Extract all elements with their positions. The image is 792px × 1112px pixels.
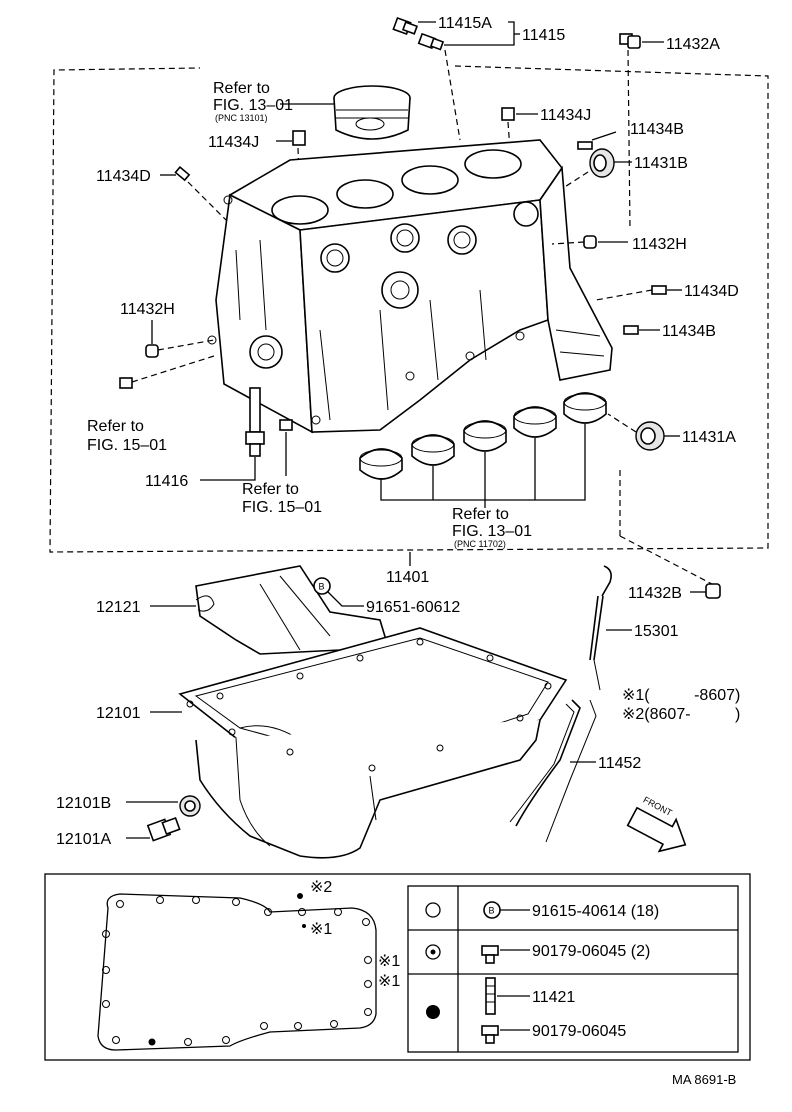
label-11452: 11452 (598, 755, 641, 772)
dowel-pin-icon (501, 107, 515, 121)
stud-bolt-icon (485, 977, 496, 1015)
label-11432a: 11432A (666, 36, 720, 53)
svg-text:B: B (489, 906, 495, 916)
dowel-pin-icon (119, 377, 133, 389)
bearing-shell-icon (563, 392, 607, 424)
drain-plug-icon (145, 344, 159, 358)
label-12121: 12121 (96, 599, 141, 616)
label-11434b-mid: 11434B (662, 323, 716, 340)
label-11434j-left: 11434J (208, 134, 259, 151)
cylinder-block (207, 139, 613, 434)
front-arrow-icon: FRONT (626, 795, 687, 853)
ref-fig15-left-line1: Refer to (87, 418, 144, 435)
circle-b-marker: B (313, 577, 331, 595)
dipstick-icon (589, 565, 612, 691)
label-11415: 11415 (522, 27, 565, 44)
drain-plug-icon (583, 235, 597, 249)
ref-fig13-top-line3: (PNC 13101) (215, 113, 268, 123)
assembly-boundary (49, 65, 769, 553)
dowel-pin-icon (623, 325, 639, 335)
label-11432h-right: 11432H (632, 236, 687, 253)
gasket-outline-icon (97, 893, 377, 1051)
bearing-shell-icon (463, 420, 507, 452)
ref-fig15-mid-line2: FIG. 15–01 (242, 499, 322, 516)
label-11432h-left: 11432H (120, 301, 175, 318)
ref-fig13-bot-line1: Refer to (452, 506, 509, 523)
legend-mark-1-right-a: ※1 (378, 953, 400, 970)
ref-fig13-bot-line2: FIG. 13–01 (452, 523, 532, 540)
note-range-2: ※2(8607- ) (622, 706, 740, 723)
oil-seal-icon (635, 421, 665, 451)
dowel-pin-icon (577, 141, 593, 150)
label-91651: 91651-60612 (366, 599, 460, 616)
open-circle-symbol (425, 902, 441, 918)
label-11434d-right: 11434D (684, 283, 739, 300)
oil-seal-icon (589, 148, 615, 178)
label-12101a: 12101A (56, 831, 111, 848)
ref-fig13-top-line1: Refer to (213, 80, 270, 97)
dowel-pin-icon (279, 419, 293, 431)
legend-row1-part: 91615-40614 (18) (532, 903, 659, 920)
label-11432b: 11432B (628, 585, 682, 602)
dowel-pin-icon (292, 130, 306, 146)
ref-fig13-top-line2: FIG. 13–01 (213, 97, 293, 114)
filled-circle-symbol (426, 1005, 440, 1019)
label-11401: 11401 (386, 569, 429, 586)
legend-row3-nut: 90179-06045 (532, 1023, 626, 1040)
figure-code: MA 8691-B (672, 1072, 736, 1087)
legend-row3-stud: 11421 (532, 989, 575, 1006)
label-15301: 15301 (634, 623, 679, 640)
legend-box (44, 873, 751, 1061)
label-11434j-right: 11434J (540, 107, 591, 124)
bearing-shell-icon (513, 406, 557, 438)
label-11434d-left: 11434D (96, 168, 151, 185)
bearing-shell-icon (411, 434, 455, 466)
ref-fig15-mid-line1: Refer to (242, 481, 299, 498)
legend-table (407, 885, 739, 1053)
drain-plug-icon (619, 33, 641, 49)
ref-fig15-left-line2: FIG. 15–01 (87, 437, 167, 454)
drain-plug-icon (705, 583, 721, 599)
dowel-pin-icon (174, 165, 191, 182)
bolt-icon (417, 32, 445, 51)
piston-icon (333, 85, 411, 140)
label-11431b: 11431B (634, 155, 688, 172)
dot-circle-symbol (425, 944, 441, 960)
ref-fig13-bot-line3: (PNC 11702) (454, 539, 506, 549)
circle-b-marker: B (483, 901, 501, 919)
label-11431a: 11431A (682, 429, 736, 446)
svg-text:B: B (319, 582, 325, 592)
oil-pan (178, 627, 568, 859)
oil-seal-icon (179, 795, 201, 817)
bolt-icon (481, 1025, 499, 1044)
bolt-icon (245, 387, 265, 457)
label-11415a: 11415A (438, 15, 492, 32)
drain-plug-icon (146, 816, 181, 842)
baffle-plate (195, 565, 388, 655)
bearing-shell-icon (359, 448, 403, 480)
bolt-icon (481, 945, 499, 964)
legend-mark-2: ※2 (310, 879, 332, 896)
label-12101: 12101 (96, 705, 141, 722)
legend-row2-part: 90179-06045 (2) (532, 943, 650, 960)
legend-mark-1-right-b: ※1 (378, 973, 400, 990)
label-12101b: 12101B (56, 795, 111, 812)
legend-mark-1-top: ※1 (310, 921, 332, 938)
label-11416: 11416 (145, 473, 188, 490)
label-11434b-top: 11434B (630, 121, 684, 138)
dipstick-guide (509, 699, 597, 843)
bolt-icon (392, 16, 419, 36)
dowel-pin-icon (651, 285, 667, 295)
note-range-1: ※1( -8607) (622, 687, 740, 704)
